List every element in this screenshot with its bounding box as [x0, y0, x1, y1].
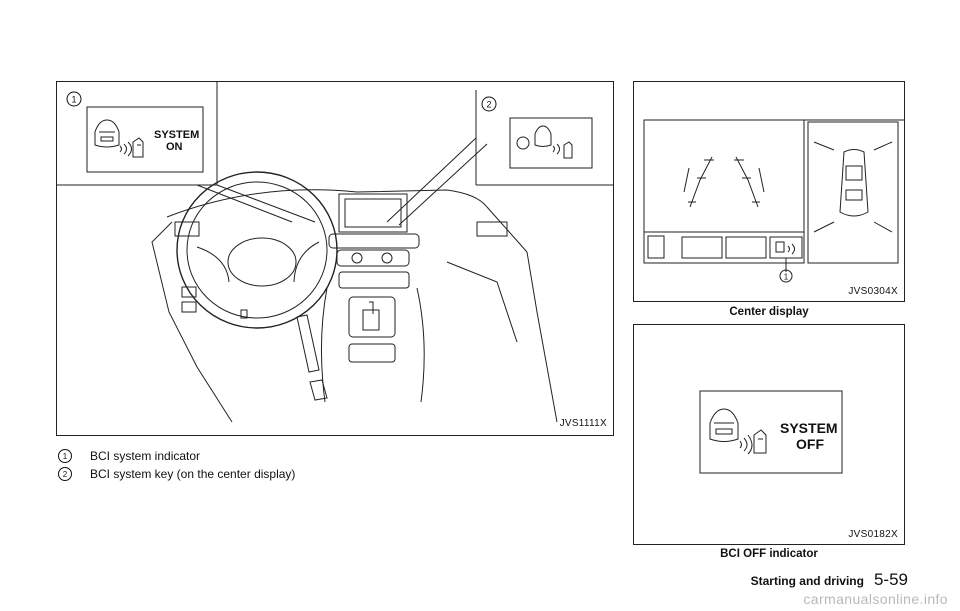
indicator-off-box	[699, 390, 843, 474]
figure-center-display: 1 JVS0304X	[633, 81, 905, 302]
obstacle-icon	[132, 137, 144, 158]
center-screen	[338, 193, 408, 233]
pedal	[296, 314, 320, 373]
car-rear-icon	[94, 119, 120, 148]
callout-display-circle	[779, 269, 793, 283]
bci-off-caption: BCI OFF indicator	[720, 548, 818, 560]
page-footer: Starting and driving 5-59	[751, 570, 908, 590]
steering-wheel	[176, 171, 338, 329]
sensor-wave-icon	[119, 141, 132, 157]
section-title: Starting and driving	[750, 574, 864, 588]
legend-num: 1	[58, 449, 72, 463]
center-display-illustration: 1	[643, 119, 904, 283]
figure-code: JVS1111X	[559, 418, 607, 429]
page-number: 5-59	[873, 570, 908, 589]
leader-line-2	[386, 137, 477, 223]
dashboard-illustration: SYSTEM ON 1 2	[57, 82, 613, 423]
figure-dashboard: SYSTEM ON 1 2 JVS1111X	[56, 81, 614, 436]
indicator-on-line1: SYSTEM	[154, 129, 199, 141]
callout-display: 1	[784, 273, 789, 282]
legend-text: BCI system key (on the center display)	[90, 467, 296, 481]
indicator-on-line2: ON	[166, 141, 183, 153]
indicator-off-line2: OFF	[796, 436, 824, 452]
figure-bci-off: SYSTEM OFF JVS0182X	[633, 324, 905, 545]
bci-off-illustration: SYSTEM OFF	[699, 390, 843, 474]
indicator-on-box	[86, 106, 204, 173]
status-icon	[647, 235, 665, 259]
legend-num: 2	[58, 467, 72, 481]
obstacle-icon	[753, 429, 767, 454]
figure-code: JVS0304X	[848, 286, 898, 297]
around-view	[807, 121, 899, 264]
bci-key-box	[509, 117, 593, 169]
center-display-caption: Center display	[729, 306, 809, 318]
legend-text: BCI system indicator	[90, 449, 201, 463]
bci-key-icon	[769, 236, 803, 259]
car-key-icon	[534, 125, 552, 147]
legend-item: 1 BCI system indicator	[58, 447, 295, 465]
callout-2-circle	[481, 96, 497, 112]
sensor-wave-icon	[739, 434, 753, 455]
figure-code: JVS0182X	[848, 529, 898, 540]
legend-item: 2 BCI system key (on the center display)	[58, 465, 295, 483]
callout-1: 1	[71, 95, 76, 105]
leader-line-1	[196, 184, 293, 223]
car-top-icon	[839, 149, 869, 217]
watermark: carmanualsonline.info	[803, 591, 948, 607]
key-circle-icon	[516, 136, 530, 150]
callout-2: 2	[486, 100, 491, 110]
callout-1-circle	[66, 91, 82, 107]
legend: 1 BCI system indicator 2 BCI system key …	[58, 447, 295, 483]
car-rear-icon	[709, 408, 739, 442]
indicator-off-line1: SYSTEM	[780, 420, 838, 436]
